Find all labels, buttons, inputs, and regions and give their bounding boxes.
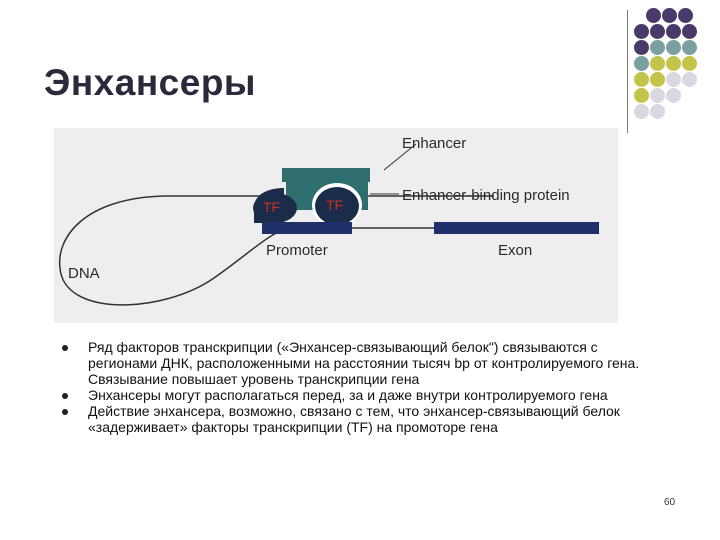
decor-dot-icon (682, 56, 697, 71)
decor-dot-icon (682, 40, 697, 55)
enhancer-pointer (383, 143, 417, 171)
enhancer-diagram: Enhancer Enhancer-binding protein TF TF … (54, 128, 618, 323)
exon-region (434, 222, 599, 234)
decor-dot-icon (650, 104, 665, 119)
decorative-divider (627, 10, 628, 133)
enhancer-binding-protein-label: Enhancer-binding protein (402, 187, 570, 204)
bullet-dot-icon (62, 393, 68, 399)
decor-dot-icon (634, 88, 649, 103)
decor-dot-icon (666, 56, 681, 71)
dna-label: DNA (68, 265, 100, 282)
decor-dot-icon (650, 40, 665, 55)
decor-dot-icon (650, 72, 665, 87)
decor-dot-icon (634, 72, 649, 87)
enhancer-region (282, 168, 370, 182)
decor-dot-icon (634, 24, 649, 39)
bullet-text: Ряд факторов транскрипции («Энхансер-свя… (88, 339, 640, 387)
decor-dot-icon (682, 72, 697, 87)
decor-dot-icon (666, 24, 681, 39)
slide-title: Энхансеры (44, 62, 257, 103)
tf-right-blob (315, 187, 359, 225)
decor-dot-icon (634, 104, 649, 119)
bullet-item: Энхансеры могут располагаться перед, за … (62, 387, 662, 403)
bullet-dot-icon (62, 345, 68, 351)
bullet-dot-icon (62, 409, 68, 415)
decor-dot-icon (666, 72, 681, 87)
decor-dot-icon (650, 24, 665, 39)
decor-dot-icon (650, 56, 665, 71)
dna-strand (58, 195, 599, 306)
bullet-item: Действие энхансера, возможно, связано с … (62, 403, 662, 435)
page-number: 60 (664, 497, 676, 508)
decor-dot-icon (650, 88, 665, 103)
tf-left-label: TF (263, 199, 280, 215)
decor-dot-icon (646, 8, 661, 23)
decor-dot-icon (682, 24, 697, 39)
decor-dot-icon (666, 88, 681, 103)
tf-right-label: TF (326, 197, 343, 213)
enhancer-label: Enhancer (402, 135, 466, 152)
bullet-text: Энхансеры могут располагаться перед, за … (88, 387, 608, 403)
decor-dot-icon (666, 40, 681, 55)
exon-label: Exon (498, 242, 532, 259)
bullet-text: Действие энхансера, возможно, связано с … (88, 403, 620, 435)
promoter-label: Promoter (266, 242, 328, 259)
bullet-item: Ряд факторов транскрипции («Энхансер-свя… (62, 339, 662, 387)
enhancer-diagram-svg: Enhancer Enhancer-binding protein TF TF … (54, 128, 618, 323)
tf-left-blob (253, 193, 297, 223)
decor-dot-icon (662, 8, 677, 23)
decor-dot-icon (678, 8, 693, 23)
decor-dot-icon (634, 56, 649, 71)
decor-dot-icon (634, 40, 649, 55)
promoter-region (262, 222, 352, 234)
bullet-list: Ряд факторов транскрипции («Энхансер-свя… (62, 339, 662, 435)
